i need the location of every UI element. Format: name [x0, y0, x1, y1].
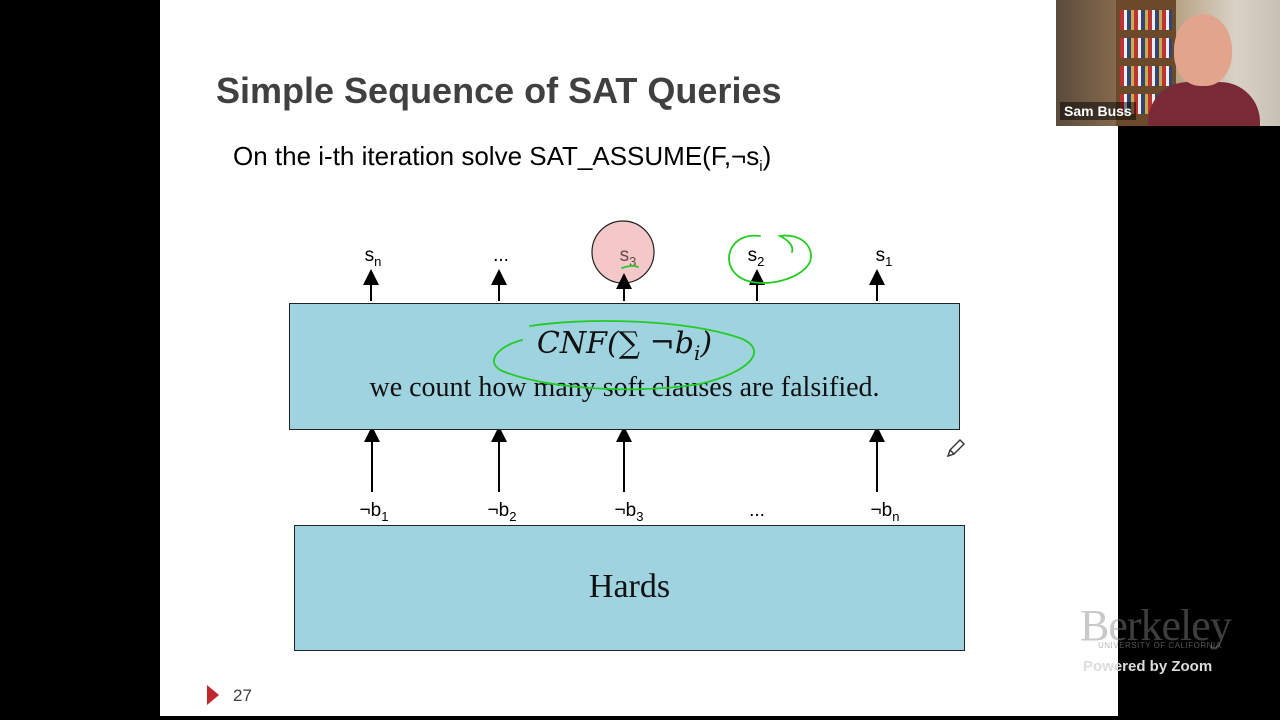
participant-video[interactable]: Sam Buss	[1056, 0, 1280, 126]
powered-by-zoom: Powered by Zoom	[1083, 658, 1213, 675]
berkeley-logo-subtitle: UNIVERSITY OF CALIFORNIA	[1098, 641, 1222, 650]
presentation-slide: Simple Sequence of SAT Queries On the i-…	[160, 0, 1118, 716]
participant-name: Sam Buss	[1060, 102, 1136, 120]
top-label-s3: s3	[619, 245, 637, 269]
cnf-description: we count how many soft clauses are falsi…	[369, 372, 880, 403]
bottom-label-b2: ¬b2	[487, 500, 517, 524]
top-label-s1: s1	[875, 245, 893, 269]
bottom-label-b3: ¬b3	[614, 500, 644, 524]
top-label-s2: s2	[747, 245, 765, 269]
page-marker-icon	[207, 685, 219, 705]
bottom-label-b1: ¬b1	[359, 500, 389, 524]
cnf-box: CNF(∑ ¬bi) we count how many soft clause…	[289, 303, 960, 430]
subtitle-text: On the i-th iteration solve SAT_ASSUME(F…	[233, 141, 760, 171]
bottom-label-dots: ...	[749, 500, 765, 521]
page-number: 27	[233, 686, 252, 705]
slide-subtitle: On the i-th iteration solve SAT_ASSUME(F…	[233, 141, 771, 175]
hards-box: Hards	[294, 525, 965, 651]
pen-cursor-icon	[946, 439, 965, 458]
hards-label: Hards	[588, 568, 671, 605]
top-label-sn: sn	[364, 245, 382, 269]
cnf-formula: CNF(∑ ¬bi)	[536, 326, 713, 365]
subtitle-end: )	[762, 141, 772, 171]
slide-title: Simple Sequence of SAT Queries	[216, 70, 782, 111]
bottom-label-bn: ¬bn	[870, 500, 900, 524]
participant-face	[1174, 14, 1232, 86]
participant-body	[1148, 82, 1260, 126]
subtitle-subscript: i	[759, 158, 763, 176]
top-label-dots: ...	[493, 245, 509, 266]
berkeley-logo: Berkeley	[1080, 601, 1232, 650]
